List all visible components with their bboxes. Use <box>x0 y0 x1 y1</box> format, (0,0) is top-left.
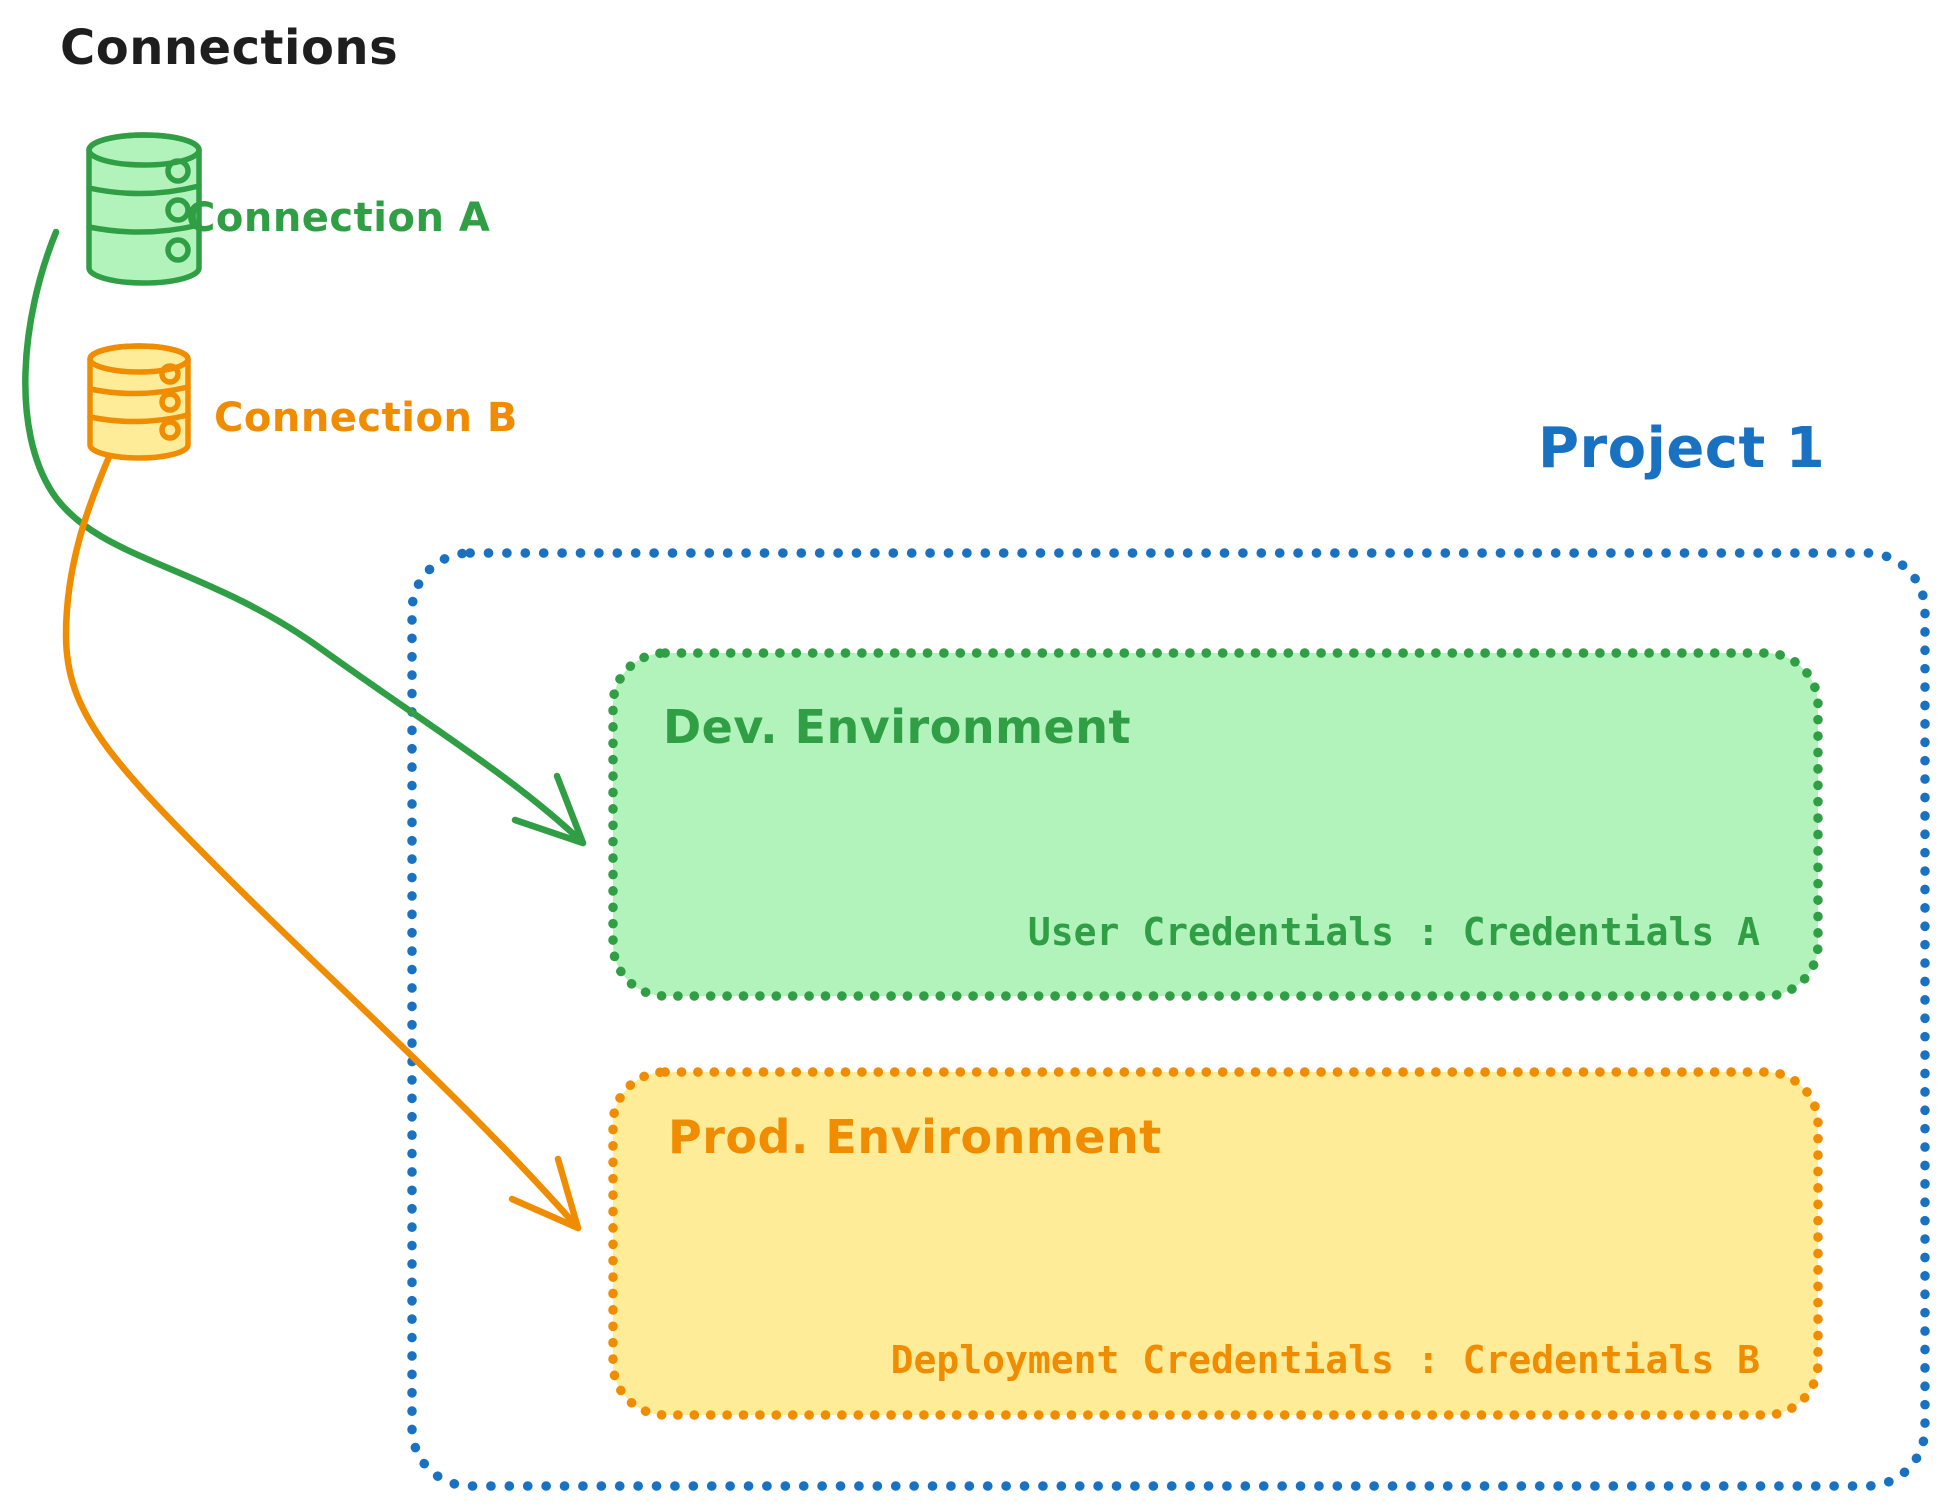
database-top-rim <box>86 132 202 168</box>
connection-a-arrowhead-icon <box>511 772 587 847</box>
connection-b-arrow-line <box>62 446 582 1232</box>
database-body <box>87 343 191 461</box>
database-divider <box>87 412 191 425</box>
dev-environment-title: Dev. Environment <box>663 700 1131 754</box>
connection-a-database-icon <box>86 132 202 286</box>
connection-b-arrowhead-icon <box>508 1155 582 1232</box>
dev-environment-credentials-text: User Credentials : Credentials A <box>1027 910 1760 954</box>
prod-environment-box <box>608 1067 1823 1420</box>
database-top-rim <box>87 343 191 375</box>
connection-a-arrow <box>22 228 587 847</box>
prod-environment-credentials-text: Deployment Credentials : Credentials B <box>890 1338 1760 1382</box>
prod-environment-title: Prod. Environment <box>668 1110 1162 1164</box>
database-light-dot <box>165 158 191 184</box>
database-light-dot <box>165 197 191 223</box>
connection-b-database-icon <box>87 343 191 461</box>
database-light-dot <box>159 363 181 385</box>
connection-a-label: Connection A <box>186 195 491 241</box>
database-divider <box>86 183 202 197</box>
database-light-dot <box>159 391 181 413</box>
connection-b-arrow <box>62 446 582 1232</box>
database-divider <box>87 384 191 397</box>
connection-b-label: Connection B <box>214 395 518 441</box>
database-light-dot <box>159 419 181 441</box>
project-title: Project 1 <box>1538 416 1826 481</box>
connection-a-arrow-line <box>22 228 587 847</box>
project-container-box <box>407 548 1930 1491</box>
diagram-title: Connections <box>60 20 399 76</box>
database-divider <box>86 222 202 235</box>
database-light-dot <box>165 237 191 263</box>
dev-environment-box <box>608 648 1823 1001</box>
